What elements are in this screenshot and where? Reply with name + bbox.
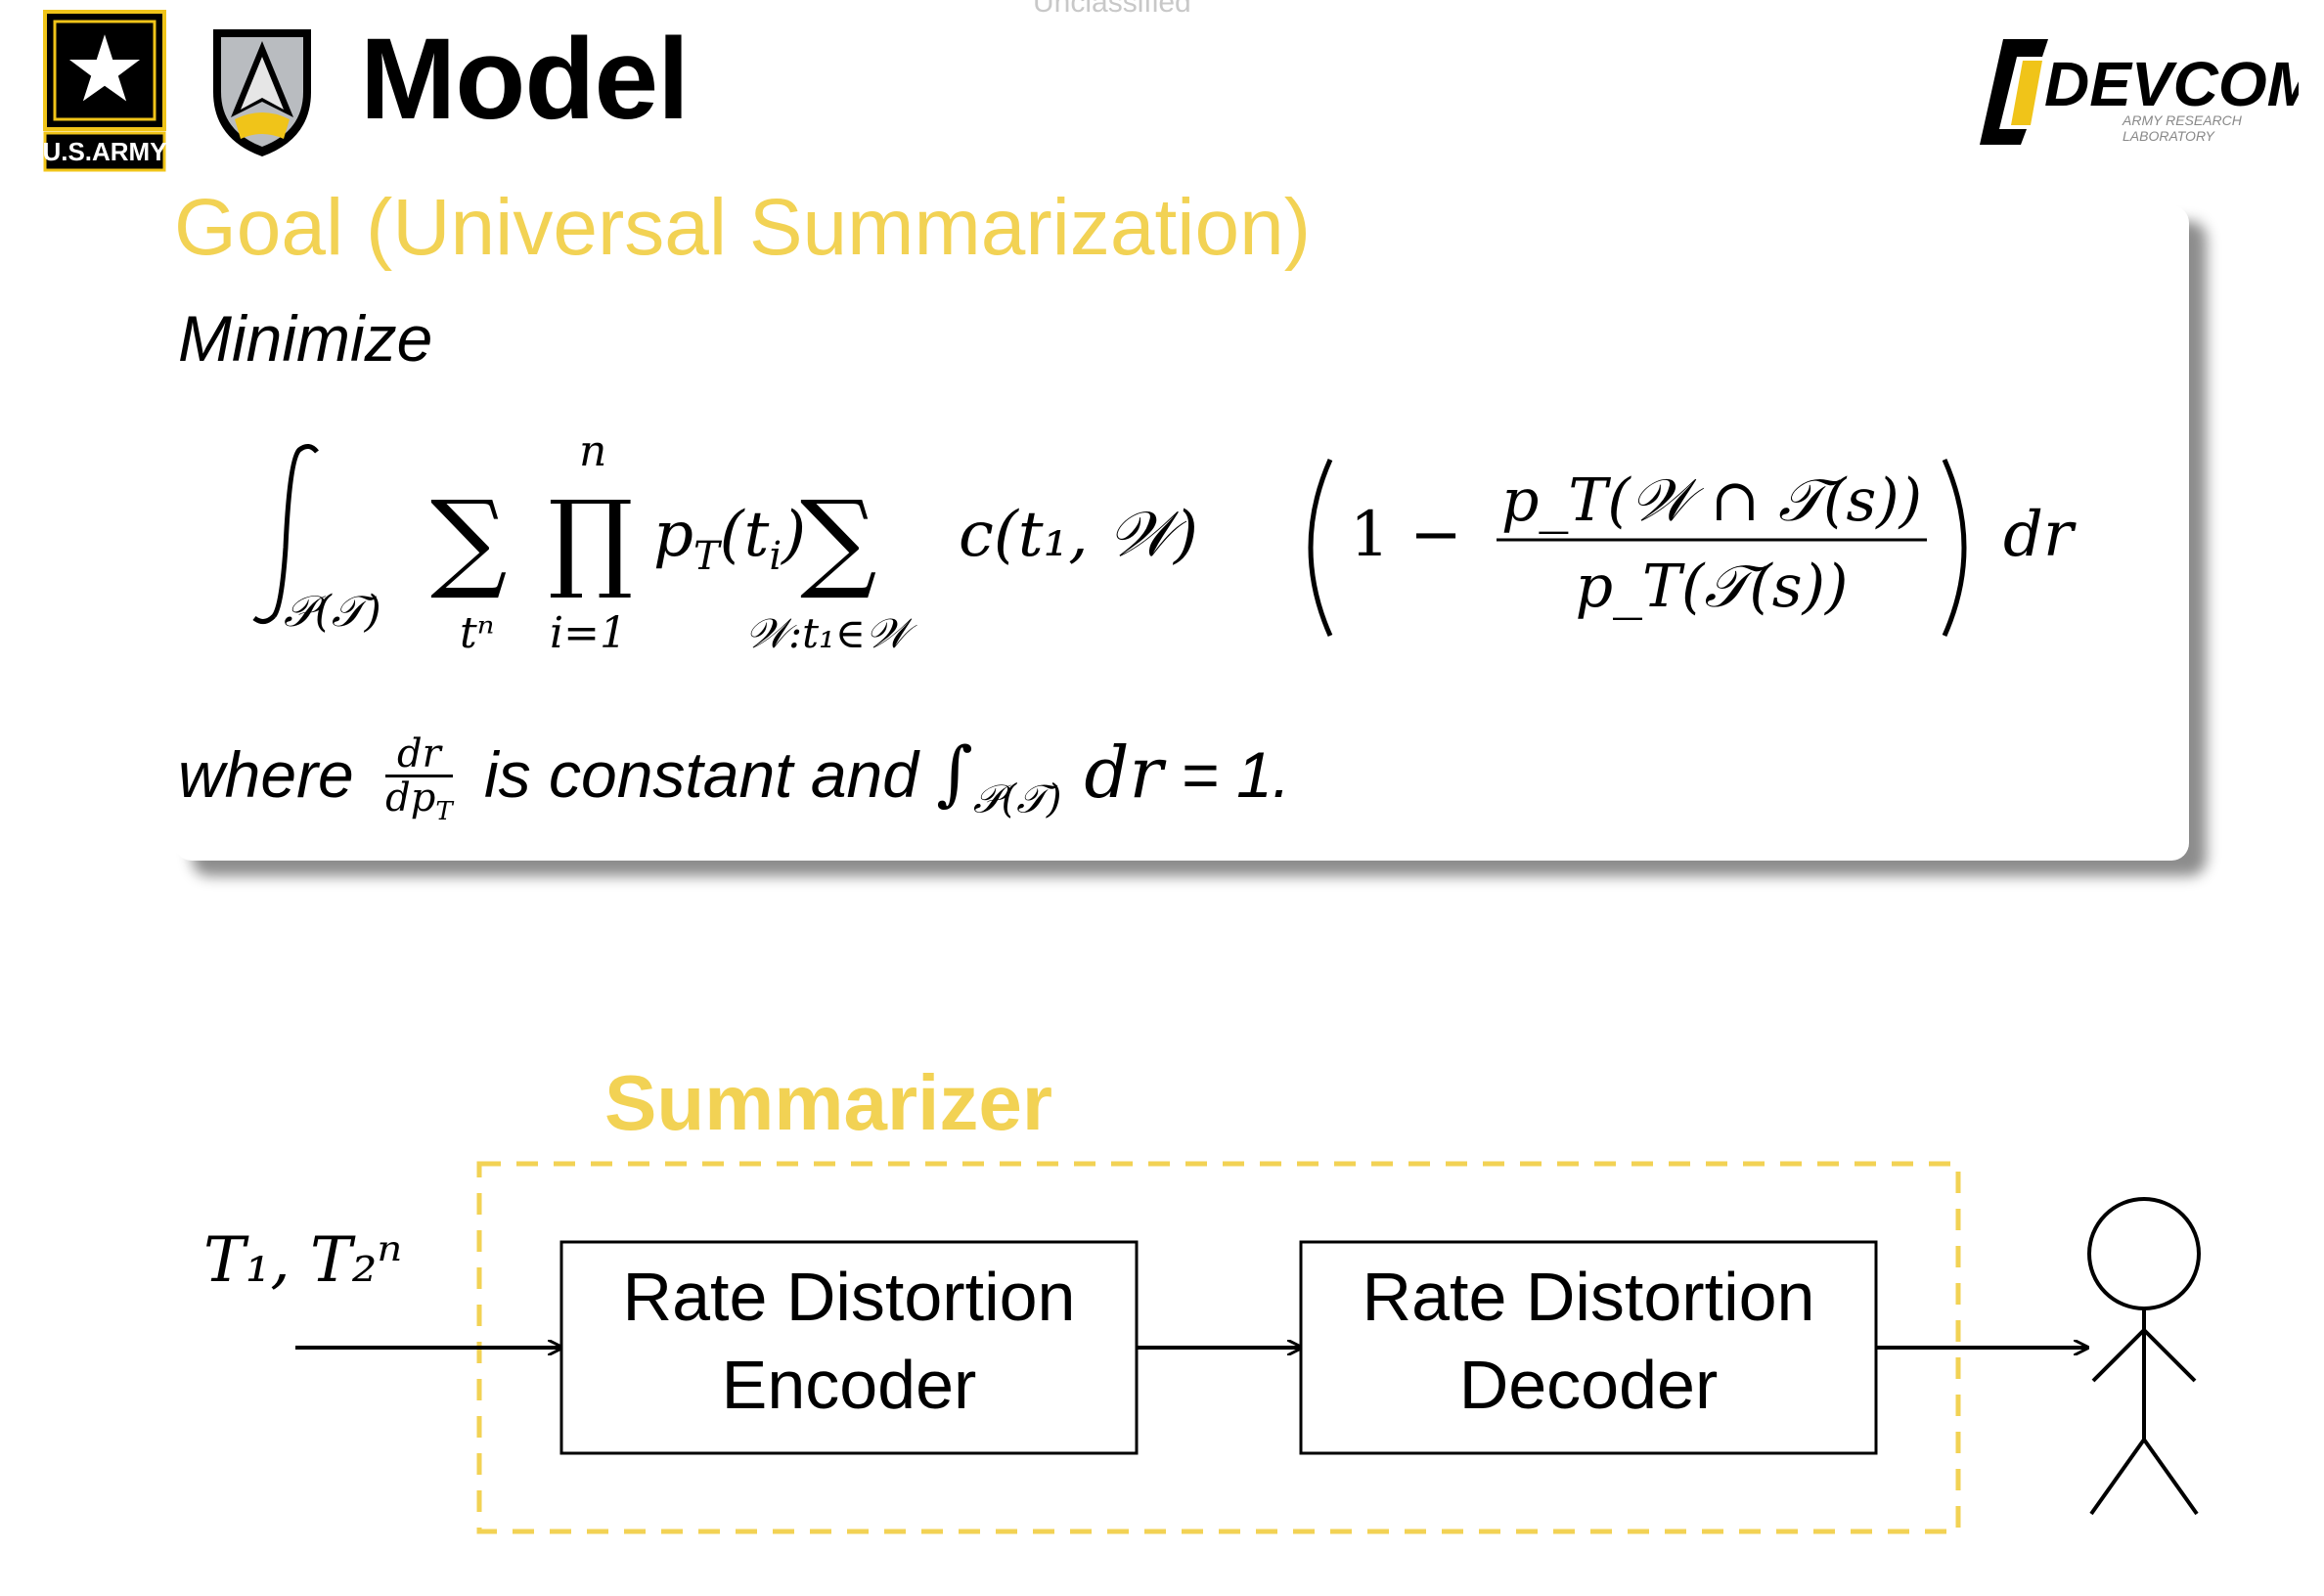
page-title: Model (360, 15, 690, 144)
devcom-logo: DEVCOM ARMY RESEARCH LABORATORY (1980, 39, 2299, 145)
fraction-denominator: p_T(𝒯(s)) (1576, 553, 1849, 621)
product-sign: ∏ (548, 477, 634, 602)
product-subscript: i=1 (550, 608, 627, 658)
objective-formula: 𝒫(𝒯) ∑ tⁿ ∏ n i=1 pT(ti) ∑ 𝒲:t₁∈𝒲 c(t₁, … (252, 430, 2077, 658)
dr-term: dr (2003, 499, 2077, 571)
fraction-numerator: p_T(𝒲 ∩ 𝒯(s)) (1501, 466, 1922, 535)
summation-sign: ∑ (430, 477, 508, 602)
decoder-label-line2: Decoder (1459, 1347, 1719, 1423)
where-suffix: = 1. (1181, 738, 1291, 811)
probability-term: pT(ti) (653, 499, 806, 579)
input-label: T₁, T₂ⁿ (203, 1224, 403, 1297)
classification-banner: Unclassified (1033, 0, 1191, 19)
decoder-box (1299, 1240, 1878, 1455)
sum2-subscript: 𝒲:t₁∈𝒲 (745, 609, 917, 657)
integral-subscript: 𝒫(𝒯) (284, 587, 381, 637)
encoder-label-line2: Encoder (722, 1347, 977, 1423)
summarizer-title: Summarizer (604, 1059, 1052, 1146)
summation-sign-2: ∑ (800, 477, 877, 602)
encoder-label-line1: Rate Distortion (623, 1259, 1076, 1335)
goal-title: Goal (Universal Summarization) (174, 183, 1312, 272)
futures-command-shield-icon (213, 29, 311, 156)
integral-sign (252, 444, 319, 624)
cost-term: c(t₁, 𝒲) (959, 499, 1198, 571)
left-paren (1308, 458, 1333, 638)
dr-dpt-fraction: dr dpT (385, 732, 453, 827)
devcom-sub-text-1: ARMY RESEARCH (2122, 112, 2243, 128)
where-prefix: where (178, 738, 354, 811)
user-stick-figure-icon (2087, 1197, 2201, 1516)
where-middle: is constant and (484, 738, 918, 811)
army-logo-text: U.S.ARMY (42, 137, 166, 166)
sum-subscript: tⁿ (460, 608, 495, 658)
one-minus: 1 − (1350, 499, 1462, 571)
devcom-sub-text-2: LABORATORY (2123, 128, 2216, 144)
goal-block (174, 205, 2189, 861)
where-line: where dr dpT is constant and ∫𝒫(𝒯) dr = … (178, 732, 1290, 826)
where-integral: ∫𝒫(𝒯) dr (936, 732, 1163, 822)
decoder-label-line1: Rate Distortion (1363, 1259, 1815, 1335)
product-superscript: n (579, 430, 606, 476)
summarizer-diagram: Rate Distortion Encoder Rate Distortion … (295, 1161, 2201, 1534)
devcom-logo-text: DEVCOM (2044, 49, 2299, 119)
minimize-label: Minimize (178, 302, 433, 375)
us-army-logo: U.S.ARMY (42, 10, 167, 172)
right-paren (1942, 458, 1967, 638)
